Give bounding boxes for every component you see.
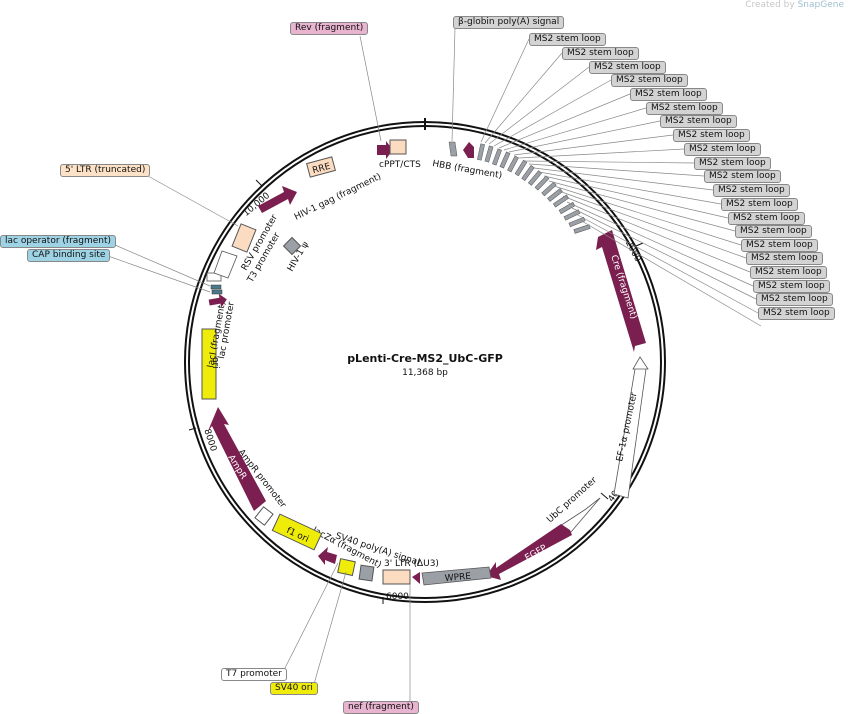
callout-ms2-stem-loop-8[interactable]: MS2 stem loop [673, 129, 750, 142]
callout-ms2-stem-loop-11[interactable]: MS2 stem loop [704, 170, 781, 183]
ltr3-feature[interactable] [382, 569, 411, 585]
lac-operator-marker[interactable] [210, 284, 222, 290]
wpre-feature[interactable] [421, 566, 492, 586]
callout-ms2-stem-loop-15[interactable]: MS2 stem loop [735, 225, 812, 238]
callout-cap-binding-site[interactable]: CAP binding site [27, 249, 111, 262]
ubc-promoter-feature[interactable] [559, 497, 601, 533]
ampr-promoter-feature[interactable] [254, 506, 274, 526]
credit-brand: SnapGene [797, 0, 844, 10]
ef1a-promoter-arrow[interactable] [613, 356, 649, 499]
callout-ms2-stem-loop-14[interactable]: MS2 stem loop [728, 212, 805, 225]
callout-ms2-stem-loop-3[interactable]: MS2 stem loop [589, 61, 666, 74]
cppt-cts-feature[interactable] [389, 139, 407, 155]
ori-label: ori [210, 357, 220, 369]
callout-lac-operator[interactable]: lac operator (fragment) [0, 235, 117, 248]
rsv-promoter-feature[interactable] [213, 250, 238, 279]
ltr3-label: 3' LTR (ΔU3) [384, 559, 439, 569]
callout-beta-globin-polya[interactable]: β-globin poly(A) signal [453, 16, 565, 29]
callout-5-ltr[interactable]: 5' LTR (truncated) [60, 164, 151, 177]
ampr-arrow[interactable] [208, 407, 266, 511]
cap-binding-marker[interactable] [211, 289, 223, 295]
egfp-arrow[interactable] [486, 524, 572, 580]
callout-ms2-stem-loop-4[interactable]: MS2 stem loop [611, 74, 688, 87]
callout-t7-promoter[interactable]: T7 promoter [221, 668, 287, 681]
credit-prefix: Created by [745, 0, 795, 10]
callout-ms2-stem-loop-19[interactable]: MS2 stem loop [753, 280, 830, 293]
hbb-marker[interactable] [448, 141, 458, 157]
callout-ms2-stem-loop-20[interactable]: MS2 stem loop [756, 293, 833, 306]
wpre-label: WPRE [444, 572, 471, 584]
callout-ms2-stem-loop-2[interactable]: MS2 stem loop [562, 47, 639, 60]
callout-ms2-stem-loop-6[interactable]: MS2 stem loop [646, 102, 723, 115]
rre-feature[interactable] [306, 156, 336, 178]
lacz-alpha-arrow[interactable] [318, 547, 337, 565]
hiv1-gag-arrow[interactable] [258, 186, 297, 213]
callout-ms2-stem-loop-12[interactable]: MS2 stem loop [713, 184, 790, 197]
laci-arrow[interactable] [208, 293, 228, 310]
callout-sv40-ori[interactable]: SV40 ori [270, 682, 318, 695]
callout-ms2-stem-loop-10[interactable]: MS2 stem loop [694, 157, 771, 170]
ms2-stem-loop-markers [477, 143, 591, 234]
cppt-cts-label: cPPT/CTS [379, 160, 421, 170]
hiv1-gag-label: HIV-1 gag (fragment) [293, 172, 383, 223]
5-ltr-feature[interactable] [231, 223, 257, 253]
nef-fragment-arrow[interactable] [412, 572, 420, 584]
plasmid-name: pLenti-Cre-MS2_UbC-GFP [347, 352, 503, 365]
ori-feature[interactable] [201, 328, 217, 400]
rev-fragment-arrow[interactable] [463, 142, 474, 158]
callout-ms2-stem-loop-5[interactable]: MS2 stem loop [630, 88, 707, 101]
tick-6000-label: 6000 [386, 592, 409, 602]
cppt-arrow[interactable] [377, 141, 393, 159]
sv40-ori-feature[interactable] [337, 558, 356, 577]
callout-ms2-stem-loop-21[interactable]: MS2 stem loop [758, 307, 835, 320]
callout-ms2-stem-loop-9[interactable]: MS2 stem loop [684, 143, 761, 156]
callout-ms2-stem-loop-13[interactable]: MS2 stem loop [721, 198, 798, 211]
sv40-polya-feature[interactable] [358, 564, 375, 582]
callout-nef-fragment[interactable]: nef (fragment) [343, 701, 419, 714]
callout-ms2-stem-loop-18[interactable]: MS2 stem loop [750, 266, 827, 279]
callout-ms2-stem-loop-16[interactable]: MS2 stem loop [741, 239, 818, 252]
callout-ms2-stem-loop-7[interactable]: MS2 stem loop [660, 115, 737, 128]
tick-2000-label: 2000 [623, 239, 643, 264]
leader-lines [107, 27, 762, 702]
callout-rev-fragment[interactable]: Rev (fragment) [290, 22, 369, 35]
f1-ori-feature[interactable] [271, 513, 323, 551]
plasmid-size: 11,368 bp [402, 368, 448, 378]
tick-8000: 8000 [188, 427, 218, 453]
tick-6000: 6000 [382, 592, 409, 604]
snapgene-credit: Created by SnapGene [745, 0, 844, 10]
cre-fragment-arrow[interactable] [596, 230, 646, 352]
rre-label: RRE [311, 162, 331, 176]
hiv1-psi-feature[interactable] [282, 236, 302, 256]
callout-ms2-stem-loop-17[interactable]: MS2 stem loop [746, 252, 823, 265]
callout-ms2-stem-loop-1[interactable]: MS2 stem loop [529, 33, 606, 46]
hbb-label: HBB (fragment) [431, 159, 502, 181]
